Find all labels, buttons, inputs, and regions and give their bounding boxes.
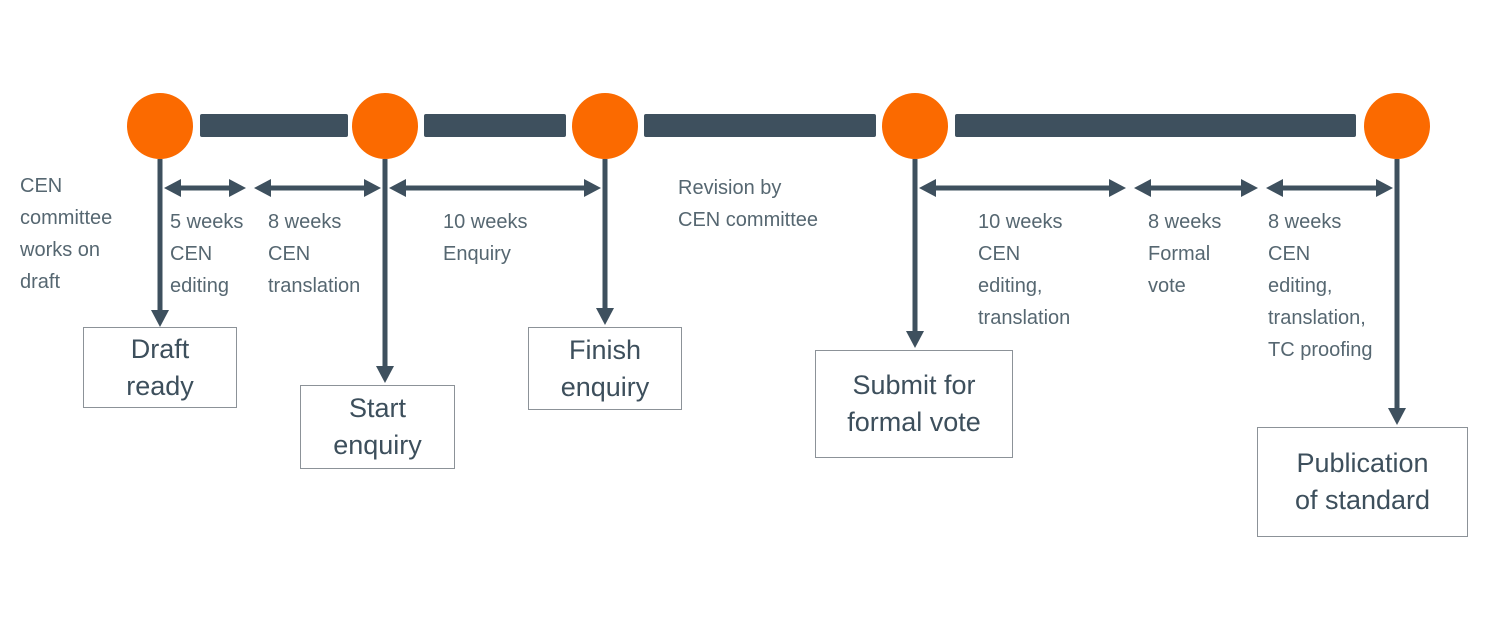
stem-draft-ready xyxy=(151,159,169,327)
stem-finish-enquiry xyxy=(596,159,614,325)
timeline-bar-1 xyxy=(200,114,348,137)
stem-submit-formal-vote xyxy=(906,159,924,348)
milestone-label-publication: Publication of standard xyxy=(1294,448,1431,515)
milestone-box-draft-ready: Draft ready xyxy=(83,327,237,408)
duration-label-8-weeks-cen-translation: 8 weeks CEN translation xyxy=(268,211,361,297)
milestone-label-start-enquiry: Start enquiry xyxy=(333,393,422,460)
duration-label-10-weeks-enquiry: 10 weeks Enquiry xyxy=(443,211,528,265)
duration-arrow-cen-translation xyxy=(254,179,381,197)
duration-arrow-formal-vote xyxy=(1134,179,1258,197)
milestone-label-submit-formal-vote: Submit for formal vote xyxy=(847,370,981,437)
timeline-bar-4 xyxy=(955,114,1356,137)
duration-label-5-weeks-cen-editing: 5 weeks CEN editing xyxy=(170,211,244,297)
duration-arrow-editing-translation xyxy=(919,179,1126,197)
duration-label-10-weeks-cen-editing-translation: 10 weeks CEN editing, translation xyxy=(978,211,1071,329)
duration-label-8-weeks-tc-proofing: 8 weeks CEN editing, translation, TC pro… xyxy=(1268,211,1373,361)
duration-arrow-enquiry xyxy=(389,179,601,197)
milestone-box-submit-formal-vote: Submit for formal vote xyxy=(815,350,1013,458)
milestone-box-finish-enquiry: Finish enquiry xyxy=(528,327,682,410)
milestone-box-start-enquiry: Start enquiry xyxy=(300,385,455,469)
timeline-bar-2 xyxy=(424,114,566,137)
note-revision-by-cen-committee: Revision by CEN committee xyxy=(678,177,819,231)
duration-label-8-weeks-formal-vote: 8 weeks Formal vote xyxy=(1148,211,1222,297)
duration-arrow-cen-editing xyxy=(164,179,246,197)
stem-start-enquiry xyxy=(376,159,394,383)
node-submit-formal-vote xyxy=(882,93,948,159)
milestone-box-publication: Publication of standard xyxy=(1257,427,1468,537)
node-start-enquiry xyxy=(352,93,418,159)
stem-publication xyxy=(1388,159,1406,425)
milestone-label-draft-ready: Draft ready xyxy=(126,333,194,401)
node-draft-ready xyxy=(127,93,193,159)
duration-arrow-tc-proofing xyxy=(1266,179,1393,197)
note-committee-works-on-draft: CEN committee works on draft xyxy=(20,175,113,293)
timeline-bar-3 xyxy=(644,114,876,137)
node-finish-enquiry xyxy=(572,93,638,159)
milestone-label-finish-enquiry: Finish enquiry xyxy=(560,334,650,402)
node-publication xyxy=(1364,93,1430,159)
